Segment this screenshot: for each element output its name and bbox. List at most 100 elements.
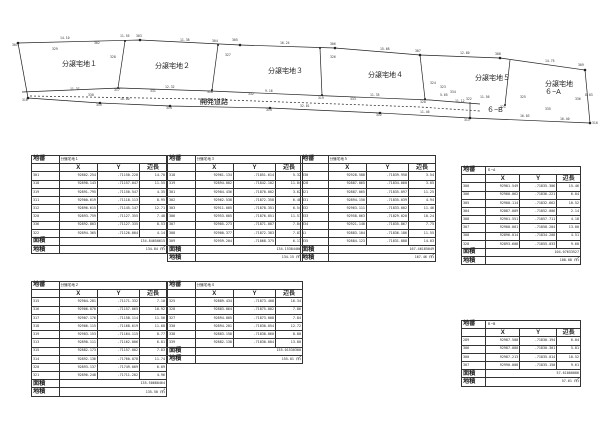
point-number: 309 [578,63,584,67]
x-coord: 92953.005 [194,212,234,222]
point-no: 317 [31,313,60,323]
y-coord: -71835.097 [365,187,410,197]
y-header: Y [96,289,141,299]
point-no: 334 [300,220,329,230]
lot-label: ６−B [487,106,503,114]
side-length: 11.84 [275,179,303,189]
x-header: X [58,163,98,173]
x-coord: 92900.377 [194,228,234,238]
edge-dimension: 11.38 [180,38,190,42]
y-coord: -71829.020 [365,212,410,222]
point-number: 317 [114,88,120,92]
point-number: 314 [166,106,172,110]
y-coord: -71126.004 [96,228,141,238]
point-no: 303 [167,204,196,214]
x-coord: 92892.803 [58,220,98,230]
x-coord: 92896.615 [58,204,98,214]
y-coord: -71852.006 [519,206,558,217]
point-number: 328 [110,55,116,59]
point-number: 311 [464,118,470,122]
side-length: 11.68 [139,321,167,332]
side-length: 4.51 [556,231,581,241]
point-number: 310 [592,121,598,125]
point-no: 327 [167,313,196,323]
point-number: 312 [376,113,382,117]
x-header: X [485,328,521,338]
y-coord: -71162.006 [96,338,141,348]
y-coord: -71858.204 [519,223,558,233]
area-label: 地積 [167,253,196,263]
x-coord: 92990.008 [485,360,521,371]
x-coord: 92893.608 [485,239,521,249]
area-value: 135.50 ㎡ [58,387,168,397]
point-number: 334 [450,90,456,94]
side-length: 7.84 [275,313,303,323]
point-no: 328 [167,305,196,315]
point-number: 335 [545,107,551,111]
point-no: 300 [460,352,487,362]
y-coord: -71150.547 [96,187,141,197]
x-header: X [194,163,234,173]
x-coord: 92883.104 [327,228,367,238]
y-header: Y [232,289,277,299]
x-coord: 92963.111 [327,204,367,214]
x-coord: 92882.173 [58,346,98,356]
y-coord: -71127.355 [96,212,141,222]
y-coord: -71164.115 [96,330,141,340]
y-coord: -71118.113 [96,195,141,206]
side-length: 10.24 [408,212,436,222]
edge-dimension: 11.35 [370,93,380,97]
lot-no-header: 地番 [31,154,60,165]
point-no: 313 [31,338,60,348]
edge-dimension: 14.10 [60,36,70,40]
x-coord: 92883.064 [194,305,234,315]
point-no: 319 [31,187,60,197]
y-coord: -71749.009 [96,362,141,373]
x-coord: 92884.123 [327,236,367,247]
y-coord: -71872.358 [232,195,277,206]
y-coord: -71870.002 [232,187,277,197]
point-no: 301 [31,171,60,181]
y-coord: -71127.335 [96,220,141,230]
point-no: 330 [167,321,196,332]
table-title: 分譲宅地１ [58,154,168,165]
y-coord: -71168.619 [96,321,141,332]
area-value: 134.84 ㎡ [58,245,168,255]
y-coord: -71873.408 [232,297,277,307]
road-label: 開発道路 [200,97,228,106]
point-number: 318 [207,90,213,94]
point-no: 302 [167,195,196,206]
x-coord: 92887.065 [327,179,367,189]
area-double-label: 面積 [167,245,196,255]
x-coord: 92889.434 [194,297,234,307]
point-number: 302 [94,41,100,45]
x-coord: 92921.140 [327,220,367,230]
y-coord: -71857.711 [519,215,558,225]
y-coord: -71873.008 [232,313,277,323]
point-number: 325 [520,95,526,99]
point-number: 303 [136,34,142,38]
edge-dimension: 5.65 [440,93,448,97]
x-coord: 92987.213 [485,352,521,362]
side-length: 11.55 [408,228,436,238]
side-length: 8.53 [139,220,167,230]
point-number: 306 [330,42,336,46]
point-number: 305 [232,38,238,42]
point-no: 321 [300,187,329,197]
edge-dimension: 12.32 [165,85,175,89]
